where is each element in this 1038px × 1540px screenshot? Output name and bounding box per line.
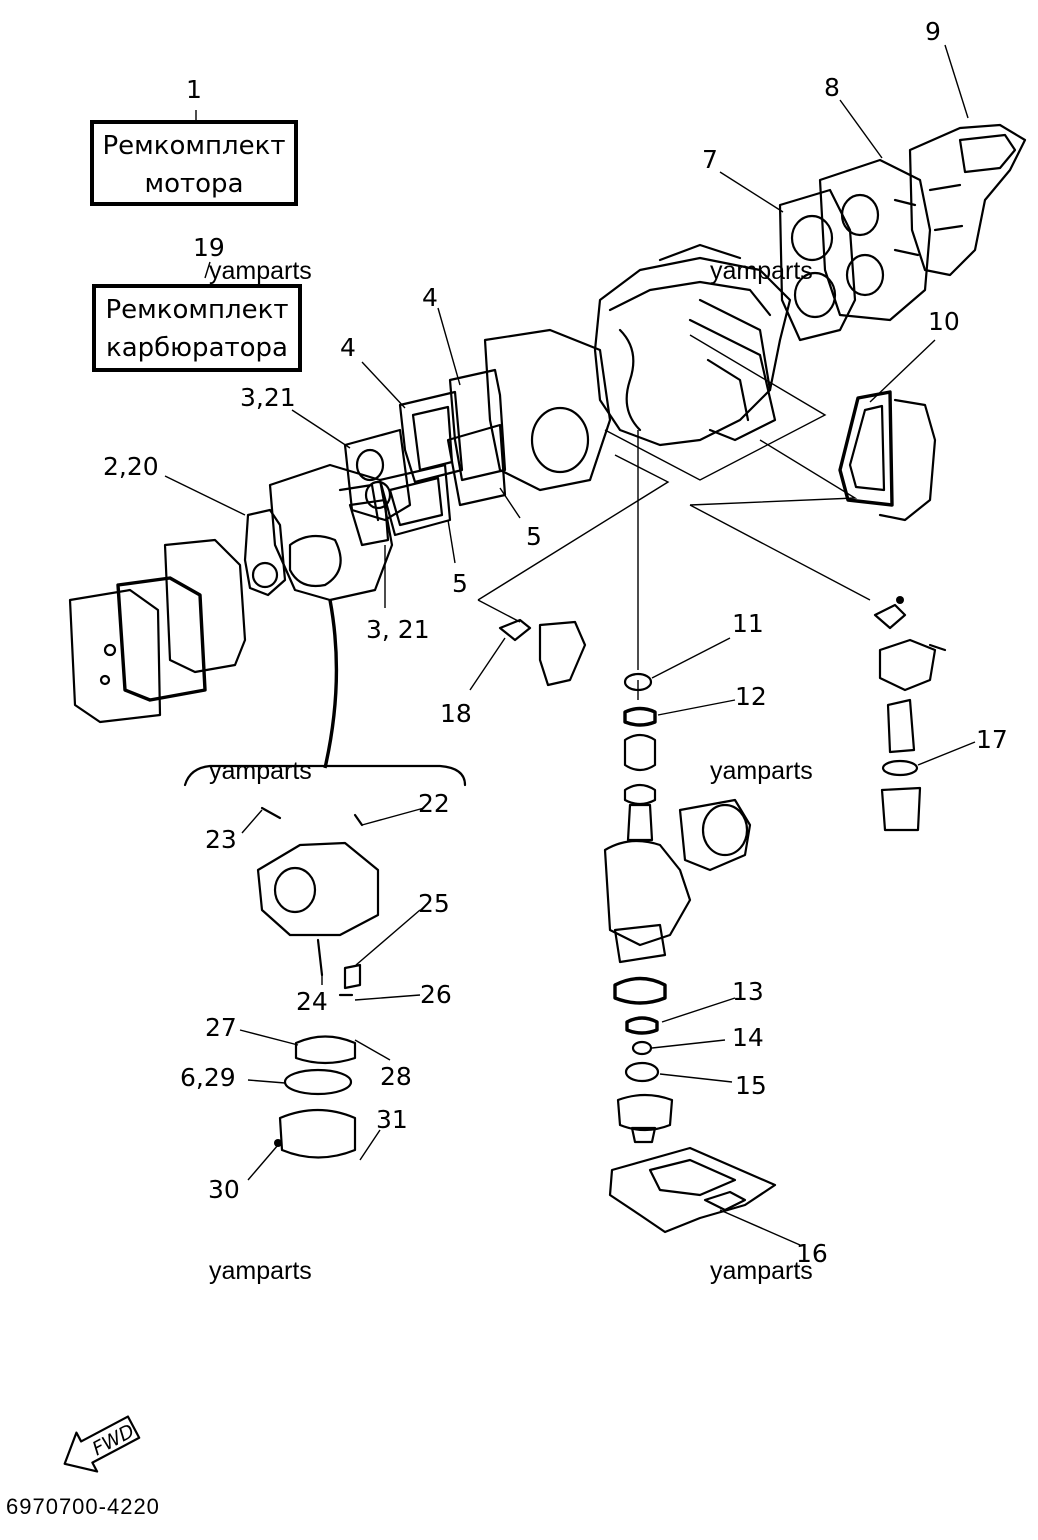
carb-kit-line1: Ремкомплект xyxy=(105,295,289,325)
watermark: yamparts xyxy=(209,1257,312,1285)
thermostat-cover xyxy=(498,618,587,687)
fuel-pump xyxy=(873,596,947,832)
callout-12: 12 xyxy=(735,682,767,711)
engine-kit-box: Ремкомплект мотора xyxy=(90,120,298,206)
engine-kit-line2: мотора xyxy=(144,169,244,199)
watermark: yamparts xyxy=(209,757,312,785)
callout-1: 1 xyxy=(186,75,202,104)
carb-kit-parts xyxy=(256,806,380,1159)
callout-22: 22 xyxy=(418,789,450,818)
callout-19: 19 xyxy=(193,233,225,262)
callout-5a: 5 xyxy=(526,522,542,551)
callout-10: 10 xyxy=(928,307,960,336)
leader-lines xyxy=(164,44,976,1246)
callout-4a: 4 xyxy=(422,283,438,312)
callout-9: 9 xyxy=(925,17,941,46)
callout-28: 28 xyxy=(380,1062,412,1091)
callout-31: 31 xyxy=(376,1105,408,1134)
fuel-hose xyxy=(323,599,339,769)
callout-17: 17 xyxy=(976,725,1008,754)
callout-23: 23 xyxy=(205,825,237,854)
callout-13: 13 xyxy=(732,977,764,1006)
float-bowl-gasket xyxy=(243,508,287,597)
watermark: yamparts xyxy=(710,1257,813,1285)
callout-6-29: 6,29 xyxy=(180,1063,236,1092)
callout-3-21-top: 3,21 xyxy=(240,383,296,412)
callout-15: 15 xyxy=(735,1071,767,1100)
base-gasket xyxy=(608,1146,777,1234)
silencer-cover xyxy=(68,538,247,724)
crankshaft-assembly xyxy=(603,672,752,1144)
reed-valve-assembly xyxy=(378,328,612,537)
carburetor-body xyxy=(268,463,394,602)
carb-kit-box: Ремкомплект карбюратора xyxy=(92,284,302,372)
watermark: yamparts xyxy=(710,257,813,285)
callout-18: 18 xyxy=(440,699,472,728)
callout-7: 7 xyxy=(702,145,718,174)
callout-5b: 5 xyxy=(452,569,468,598)
cylinder-head xyxy=(818,158,932,322)
callout-30: 30 xyxy=(208,1175,240,1204)
callout-labels: 1 19 9 8 7 10 4 4 3,21 2,20 5 5 3, 21 18… xyxy=(103,17,1008,1268)
watermark: yamparts xyxy=(710,757,813,785)
group-bracket xyxy=(183,764,467,787)
exhaust-gasket xyxy=(838,390,937,522)
fwd-label: FWD xyxy=(89,1420,138,1460)
callout-2-20: 2,20 xyxy=(103,452,159,481)
callout-27: 27 xyxy=(205,1013,237,1042)
carb-kit-line2: карбюратора xyxy=(106,333,288,363)
assembly-lines xyxy=(477,334,871,700)
head-cover xyxy=(908,123,1027,277)
callout-16: 16 xyxy=(796,1239,828,1268)
callout-3-21-bottom: 3, 21 xyxy=(366,615,430,644)
manifold-gasket xyxy=(343,428,412,547)
part-code: 6970700-4220 xyxy=(6,1494,160,1519)
callout-24: 24 xyxy=(296,987,328,1016)
watermark: yamparts xyxy=(209,257,312,285)
callout-4b: 4 xyxy=(340,333,356,362)
callout-8: 8 xyxy=(824,73,840,102)
cylinder-block xyxy=(593,243,792,447)
callout-25: 25 xyxy=(418,889,450,918)
engine-kit-line1: Ремкомплект xyxy=(102,131,286,161)
callout-26: 26 xyxy=(420,980,452,1009)
callout-11: 11 xyxy=(732,609,764,638)
fwd-arrow-icon: FWD xyxy=(63,1415,141,1473)
crankcase xyxy=(688,318,777,442)
callout-14: 14 xyxy=(732,1023,764,1052)
